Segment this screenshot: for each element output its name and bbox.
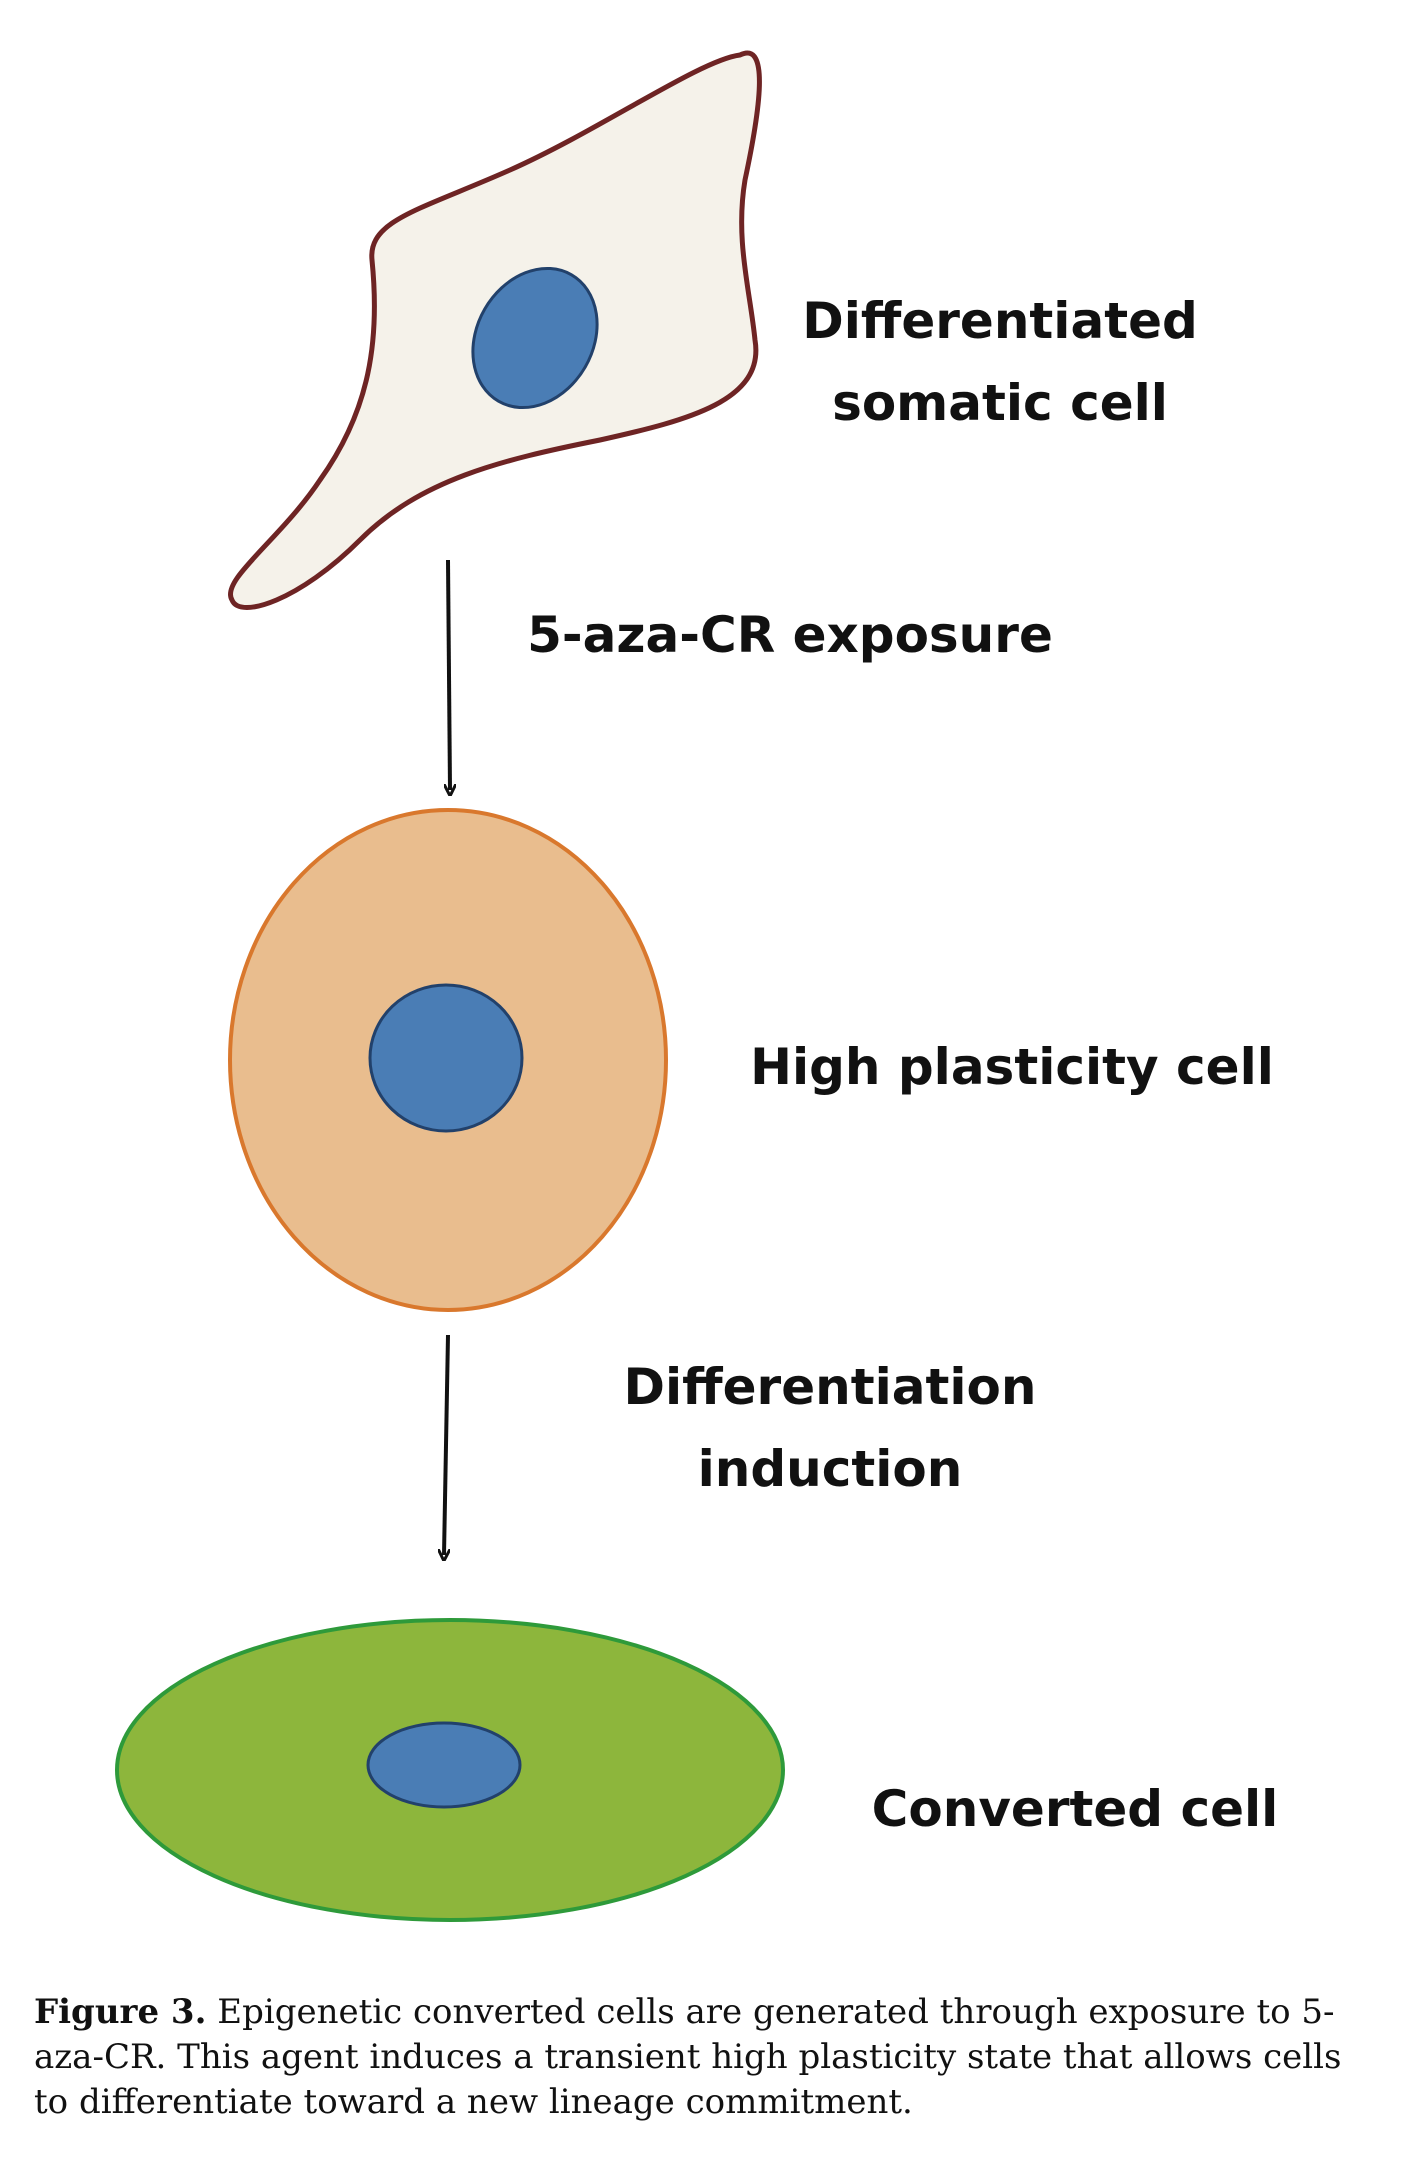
cell-conversion-diagram: Differentiated somatic cell 5-aza-CR exp… [115, 50, 1279, 1922]
differentiation-label-line1: Differentiation [624, 1358, 1037, 1416]
differentiation-label-line2: induction [698, 1440, 963, 1498]
high-plasticity-cell [228, 808, 668, 1312]
somatic-cell-label-line1: Differentiated [802, 292, 1198, 350]
figure-caption: Figure 3. Epigenetic converted cells are… [34, 1990, 1384, 2125]
somatic-cell-label-line2: somatic cell [832, 374, 1168, 432]
arrow-differentiation [444, 1334, 448, 1555]
converted-cell-nucleus [366, 1721, 522, 1809]
figure-label: Figure 3. [34, 1992, 207, 2032]
plasticity-cell-label: High plasticity cell [750, 1038, 1274, 1096]
arrow-exposure [448, 559, 450, 790]
plasticity-cell-nucleus [368, 983, 524, 1133]
somatic-cell-nucleus [471, 266, 599, 410]
exposure-label: 5-aza-CR exposure [527, 606, 1053, 664]
converted-cell-label: Converted cell [872, 1780, 1279, 1838]
caption-text: Epigenetic converted cells are generated… [34, 1992, 1342, 2122]
differentiated-somatic-cell [227, 50, 762, 610]
converted-cell [115, 1618, 785, 1922]
